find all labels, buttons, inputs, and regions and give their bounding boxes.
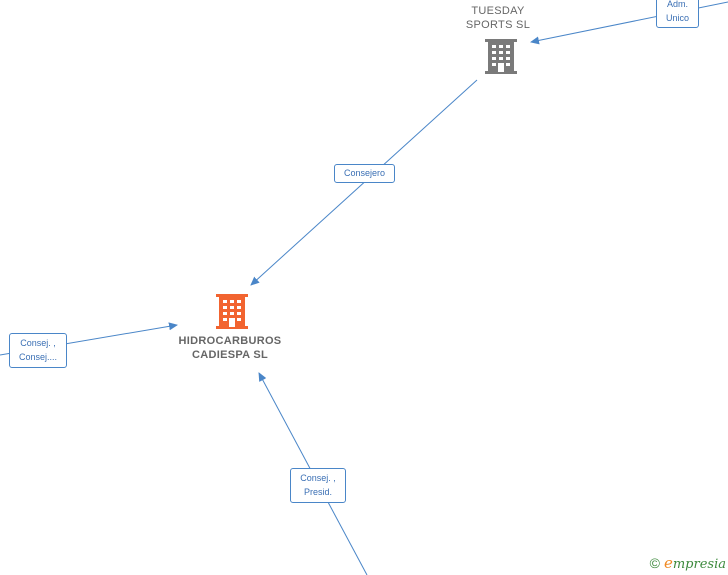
edge-label-line1: Consej. , (20, 338, 56, 348)
brand-e: e (663, 554, 673, 572)
edge-label-adm-unico[interactable]: Adm. Unico (656, 0, 699, 28)
brand-rest: mpresia (672, 557, 726, 572)
node-name-line2: SPORTS SL (465, 19, 531, 31)
edge-label-consej-left[interactable]: Consej. , Consej.... (9, 333, 67, 368)
node-name-line2: CADIESPA SL (191, 349, 269, 361)
node-hidrocarburos-label[interactable]: HIDROCARBUROS CADIESPA SL (170, 334, 290, 362)
edge-label-consejero[interactable]: Consejero (334, 164, 395, 183)
copyright-icon: © (649, 555, 660, 571)
edge-label-line2: Presid. (303, 487, 332, 497)
building-icon[interactable] (485, 39, 517, 74)
edge-label-line1: Consejero (343, 168, 386, 178)
node-tuesday-label[interactable]: TUESDAY SPORTS SL (448, 4, 548, 32)
edge-label-line2: Unico (665, 13, 689, 23)
node-name-line1: HIDROCARBUROS (178, 335, 282, 347)
edge-label-line1: Consej. , (300, 473, 336, 483)
node-name-line1: TUESDAY (471, 5, 525, 17)
building-icon[interactable] (216, 294, 248, 329)
empresia-logo: ©empresia (650, 554, 726, 572)
edge-label-consej-presid[interactable]: Consej. , Presid. (290, 468, 346, 503)
edge-label-line2: Consej.... (18, 352, 58, 362)
edge-label-line1: Adm. (666, 0, 688, 9)
